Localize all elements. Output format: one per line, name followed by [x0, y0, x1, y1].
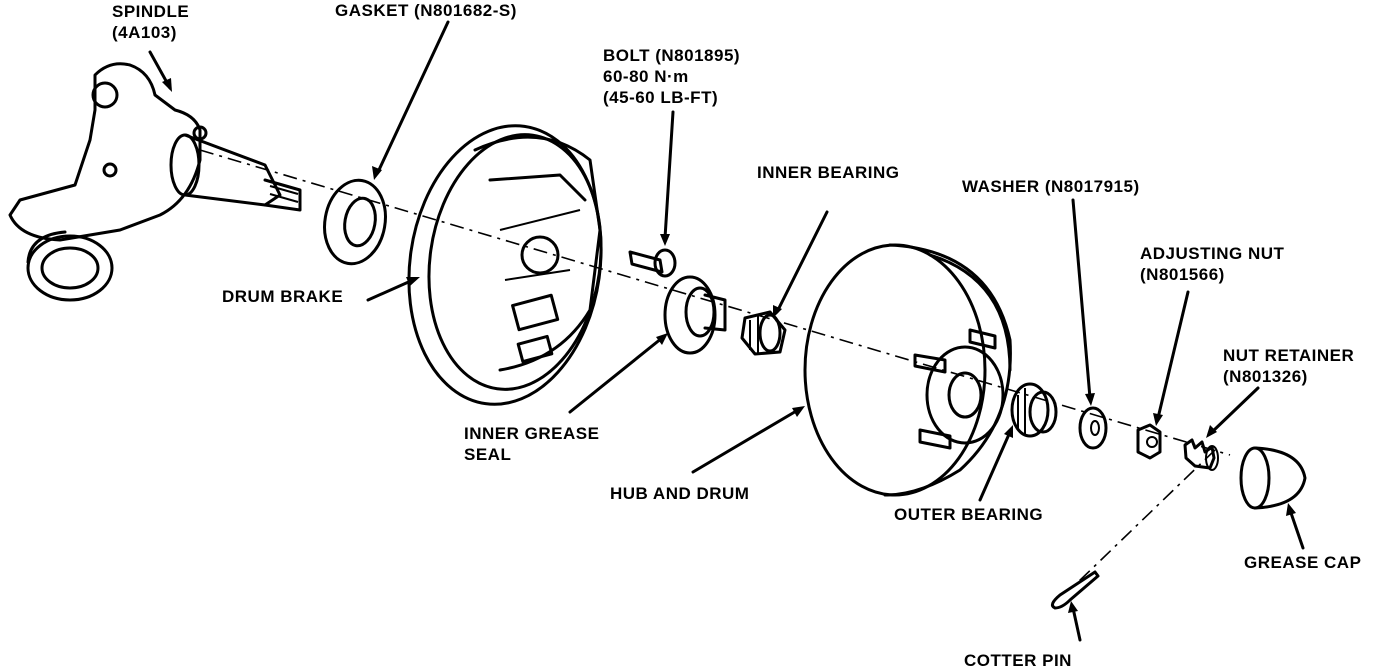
- label-bolt: BOLT (N801895) 60-80 N·m (45-60 LB-FT): [603, 46, 741, 107]
- cotter-pin-centerline: [1074, 449, 1216, 586]
- inner-grease-seal-part: [663, 275, 727, 355]
- inner-bearing-part: [740, 310, 787, 356]
- spindle-part: [8, 62, 302, 302]
- leader-lines: [148, 20, 1305, 642]
- label-inner-grease-seal: INNER GREASE SEAL: [464, 424, 600, 464]
- label-spindle: SPINDLE (4A103): [112, 2, 190, 42]
- washer-part: [1078, 406, 1108, 450]
- cotter-pin-part: [1050, 570, 1100, 610]
- label-washer: WASHER (N8017915): [962, 177, 1140, 196]
- nut-retainer-part: [1183, 438, 1219, 471]
- label-drum-brake: DRUM BRAKE: [222, 287, 344, 306]
- label-nut-retainer: NUT RETAINER (N801326): [1223, 346, 1355, 386]
- label-cotter-pin: COTTER PIN: [964, 651, 1072, 670]
- label-grease-cap: GREASE CAP: [1244, 553, 1362, 572]
- grease-cap-part: [1239, 446, 1307, 510]
- outer-bearing-part: [1010, 382, 1058, 438]
- label-inner-bearing: INNER BEARING: [757, 163, 900, 182]
- drum-brake-part: [407, 124, 603, 406]
- label-outer-bearing: OUTER BEARING: [894, 505, 1044, 524]
- hub-and-drum-part: [803, 243, 1012, 497]
- adjusting-nut-part: [1136, 423, 1162, 460]
- label-hub-and-drum: HUB AND DRUM: [610, 484, 750, 503]
- gasket-part: [323, 178, 387, 266]
- bolt-part: [628, 248, 677, 278]
- axle-centerline: [199, 149, 1231, 456]
- label-gasket: GASKET (N801682-S): [335, 1, 517, 20]
- label-adjusting-nut: ADJUSTING NUT (N801566): [1140, 244, 1285, 284]
